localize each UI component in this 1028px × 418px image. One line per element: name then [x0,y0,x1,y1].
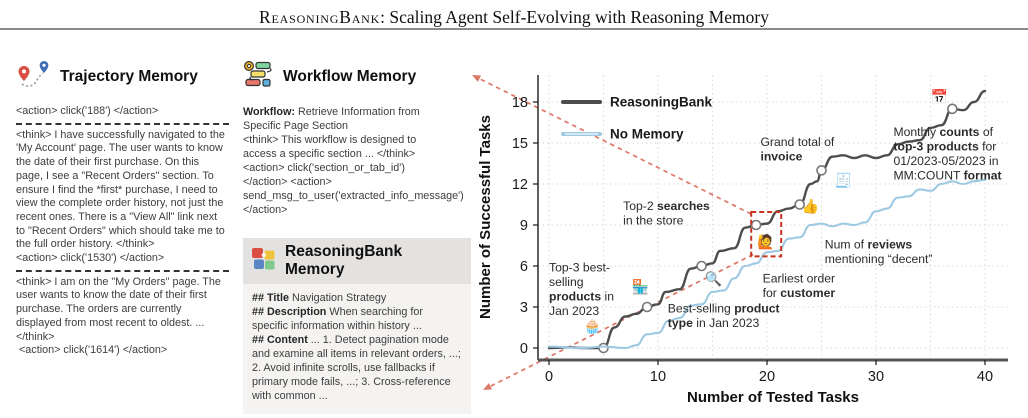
x-tick-label: 20 [759,369,775,385]
annotation-top3-best-selling: Top-3 best- [549,261,610,275]
annotation-monthly-counts: top-3 products for [893,140,996,154]
reasoningbank-memory-title: ReasoningBank Memory [285,243,403,278]
y-tick-label: 9 [520,218,528,234]
data-marker [946,103,958,115]
callout-arrowhead [483,383,492,390]
paper-title-rest: : Scaling Agent Self-Evolving with Reaso… [380,7,769,27]
y-tick-label: 18 [512,95,528,111]
trajectory-memory-panel: Trajectory Memory <action> click('188') … [16,60,229,362]
y-axis-title: Number of Successful Tasks [477,115,494,319]
customer-icon: 🙋 [757,233,774,250]
legend-label: ReasoningBank [610,95,713,110]
trajectory-block: <think> I am on the "My Orders" page. Th… [16,269,229,362]
annotation-earliest-order: for customer [763,286,836,300]
annotation-monthly-counts: 01/2023-05/2023 in [893,154,998,168]
reasoningbank-memory-header: ReasoningBank Memory [243,238,471,284]
trajectory-blocks: <action> click('188') </action> <think> I… [16,101,229,362]
workflow-body: Workflow: Retrieve Information from Spec… [243,105,464,217]
y-tick-label: 12 [512,177,528,193]
data-marker [750,219,762,231]
reasoningbank-body: ## Title Navigation Strategy ## Descript… [243,284,471,415]
annotation-grand-total-of-invoice: Grand total of [760,135,834,149]
workflow-label: Workflow: [243,106,295,118]
annotation-best-selling-product-type: Best-selling product [668,302,780,316]
y-tick-label: 15 [512,136,528,152]
paper-title: ReasoningBank: Scaling Agent Self-Evolvi… [0,0,1028,30]
trajectory-memory-header: Trajectory Memory [16,60,229,93]
annotation-top3-best-selling: selling [549,275,584,289]
map-pins-icon [16,60,52,93]
store-icon: 🏪 [632,278,649,295]
series-reasoningbank [547,89,987,350]
annotation-num-of-reviews: Num of reviews [825,237,913,251]
trajectory-block: <think> I have successfully navigated to… [16,122,229,270]
workflow-memory-panel: Workflow Memory Workflow: Retrieve Infor… [243,60,465,217]
data-marker [696,260,707,272]
callout-box [750,211,783,258]
annotation-num-of-reviews: mentioning “decent” [825,252,933,266]
annotation-top2-searches: Top-2 searches [623,199,710,213]
data-marker [794,199,806,210]
x-axis-title: Number of Tested Tasks [687,389,859,406]
series-no-memory [547,178,987,350]
trajectory-memory-title: Trajectory Memory [60,67,198,85]
reasoningbank-memory-panel: ReasoningBank Memory ## Title Navigation… [243,238,471,415]
reasoningbank-line: ## Description When searching for specif… [252,306,424,333]
workflow-intro: Retrieve Information from Specific Page … [243,106,423,133]
spreadsheet-icon: 📅 [931,89,948,105]
data-marker [598,342,609,354]
x-tick-label: 0 [545,369,553,385]
y-tick-label: 3 [520,300,528,316]
annotation-top3-best-selling: products in [549,290,614,304]
reasoningbank-line: ## Content ... 1. Detect pagination mode… [252,334,461,403]
annotation-best-selling-product-type: type in Jan 2023 [668,316,760,330]
y-tick-label: 6 [520,259,528,275]
reasoningbank-line: ## Title Navigation Strategy [252,292,387,304]
annotation-top3-best-selling: Jan 2023 [549,304,599,318]
invoice-icon: 🧾 [835,172,852,189]
x-tick-label: 30 [868,369,884,385]
workflow-memory-title: Workflow Memory [283,67,417,85]
data-marker [641,301,653,313]
puzzle-icon [251,247,277,276]
annotation-grand-total-of-invoice: invoice [760,149,802,163]
workflow-memory-header: Workflow Memory [243,60,465,93]
paper-title-brand: ReasoningBank [259,7,381,27]
thumbs-up-icon: 👍 [802,198,819,215]
data-marker [816,165,827,176]
annotation-top2-searches: in the store [623,214,684,228]
x-tick-label: 40 [977,369,993,385]
cupcake-icon: 🧁 [584,318,601,335]
x-tick-label: 10 [650,369,666,385]
annotation-monthly-counts: MM:COUNT format [893,169,1001,183]
y-tick-label: 0 [520,341,528,357]
workflow-steps: <think> This workflow is designed to acc… [243,134,464,217]
flowchart-icon [243,60,275,93]
trajectory-block: <action> click('188') </action> [16,105,159,117]
annotation-monthly-counts: Monthly counts of [893,125,993,139]
callout-arrowhead [472,75,481,82]
legend-label: No Memory [610,127,684,142]
annotation-earliest-order: Earliest order [763,271,835,285]
magnifier-icon: 🔍 [705,269,722,287]
